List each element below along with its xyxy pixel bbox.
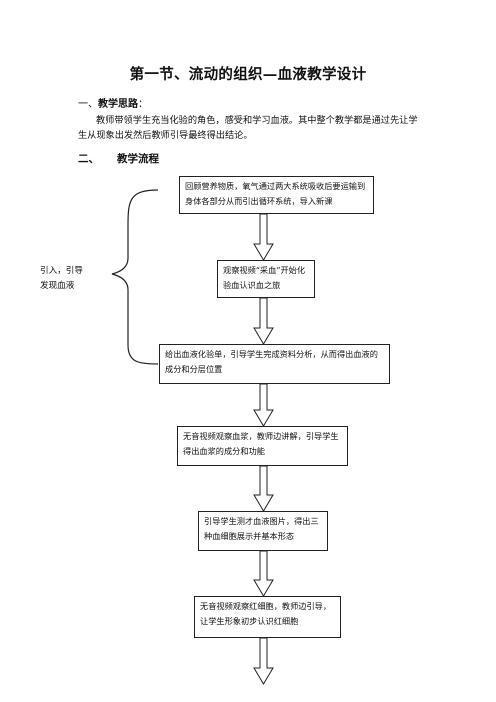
section-colon: ： bbox=[138, 99, 148, 110]
curly-brace bbox=[111, 189, 159, 365]
flow-step-6: 无音视频观察红细胞，教师边引导，让学生形象初步认识红细胞 bbox=[194, 596, 341, 638]
flow-side-label: 引入，引导 发现血液 bbox=[40, 264, 100, 294]
section-title: 教学流程 bbox=[117, 153, 159, 165]
flow-step-4: 无音视频观察血浆，教师边讲解，引导学生得出血浆的成分和功能 bbox=[177, 426, 348, 466]
side-label-line: 引入，引导 bbox=[40, 266, 83, 276]
flow-step-1: 回顾营养物质，氧气通过两大系统吸收后要运输到身体各部分从而引出循环系统，导入新课 bbox=[179, 176, 374, 214]
down-arrow-4 bbox=[253, 465, 274, 512]
down-arrow-1 bbox=[253, 213, 274, 261]
flow-step-3: 给出血液化验单，引导学生完成资料分析，从而得出血液的成分和分层位置 bbox=[159, 344, 390, 384]
section-title: 教学思路 bbox=[98, 99, 138, 110]
page-title: 第一节、流动的组织—血液教学设计 bbox=[129, 66, 367, 83]
down-arrow-2 bbox=[253, 297, 274, 345]
teaching-idea-paragraph: 教师带领学生充当化验的角色，感受和学习血液。其中整个教学都是通过先让学生从现象出… bbox=[78, 115, 418, 141]
flow-step-2: 观察视频“采血”开始化验血认识血之旅 bbox=[217, 260, 315, 298]
down-arrow-3 bbox=[253, 383, 274, 427]
flow-step-5: 引导学生测才血液图片，得出三种血细胞展示并基本形态 bbox=[198, 511, 328, 551]
section-heading-teaching-idea: 一、教学思路： bbox=[78, 95, 148, 110]
side-label-line: 发现血液 bbox=[40, 281, 75, 291]
down-arrow-6 bbox=[253, 637, 274, 685]
section-number: 一、 bbox=[78, 99, 98, 110]
section-number: 二、 bbox=[78, 153, 99, 165]
down-arrow-5 bbox=[253, 550, 274, 597]
section-heading-teaching-flow: 二、 教学流程 bbox=[78, 151, 159, 166]
